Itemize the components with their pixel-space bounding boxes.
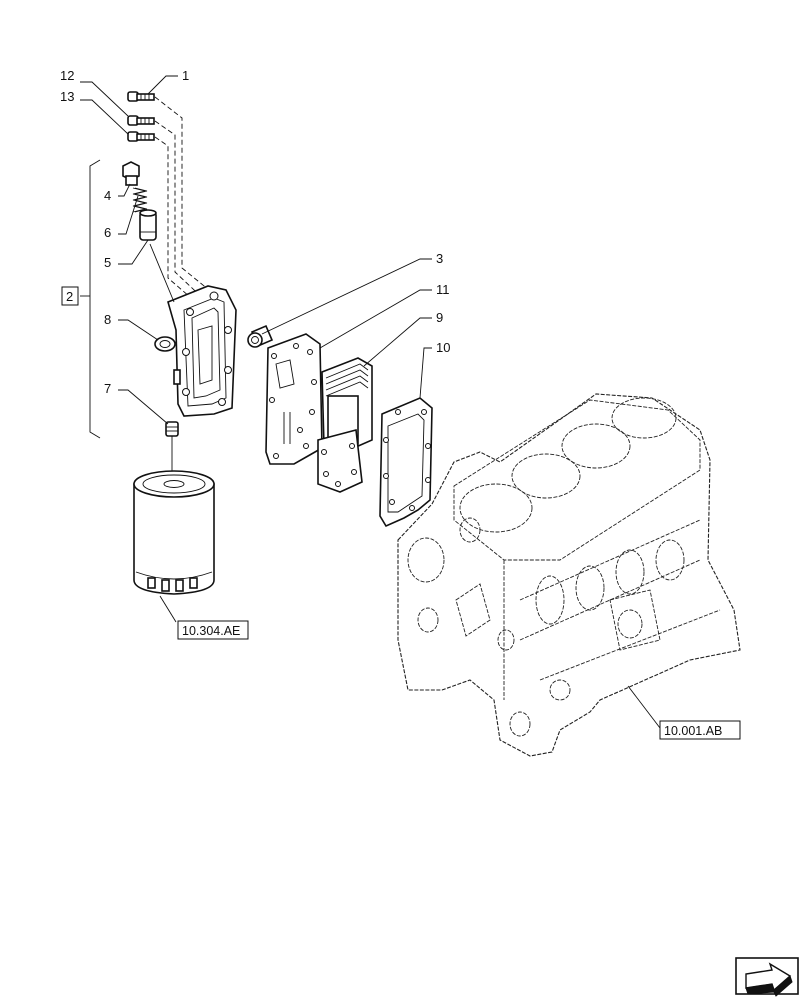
next-page-arrow-icon[interactable] (735, 957, 799, 997)
callout-8: 8 (104, 312, 111, 327)
engine-block (397, 393, 741, 757)
callout-labels: 1 12 13 4 6 5 8 7 3 11 9 10 2 (60, 68, 450, 396)
callout-5: 5 (104, 255, 111, 270)
callout-7: 7 (104, 381, 111, 396)
block-reference-box[interactable]: 10.001.AB (659, 720, 741, 740)
cooler-core-9 (317, 357, 373, 493)
bolt-13 (127, 131, 155, 142)
filter-reference-label[interactable]: 10.304.AE (182, 624, 240, 638)
callout-11: 11 (436, 282, 450, 297)
gasket-10 (379, 397, 433, 528)
callout-12: 12 (60, 68, 74, 83)
leader-lines (80, 75, 661, 729)
spring-6 (132, 187, 148, 213)
bolt-1 (127, 91, 155, 102)
callout-6: 6 (104, 225, 111, 240)
sleeve-3 (247, 324, 274, 348)
plug-4 (122, 161, 140, 186)
oil-filter-housing (154, 285, 237, 417)
callout-13: 13 (60, 89, 74, 104)
group-bracket (61, 159, 101, 439)
callout-1: 1 (182, 68, 189, 83)
callout-9: 9 (436, 310, 443, 325)
valve-5 (139, 209, 157, 241)
bolt-12 (127, 115, 155, 126)
callout-10: 10 (436, 340, 450, 355)
gasket-11 (265, 333, 323, 465)
callout-4: 4 (104, 188, 111, 203)
filter-reference-box[interactable]: 10.304.AE (177, 620, 249, 640)
group-label: 2 (66, 289, 73, 304)
oil-filter-cartridge (133, 470, 215, 595)
callout-3: 3 (436, 251, 443, 266)
block-reference-label[interactable]: 10.001.AB (664, 724, 722, 738)
